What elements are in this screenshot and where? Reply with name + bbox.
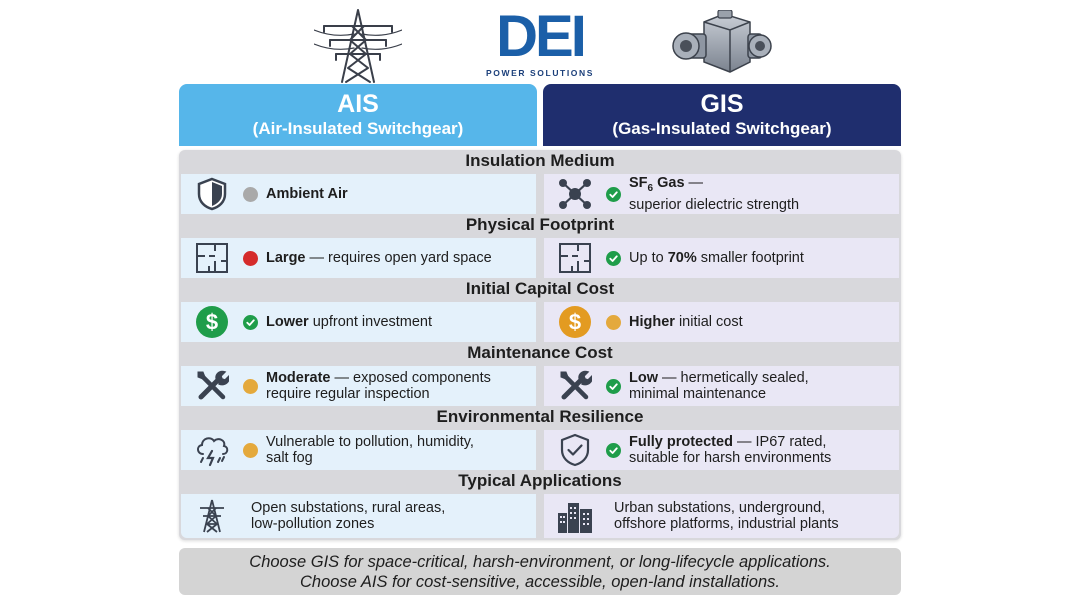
recommendation-footer: Choose GIS for space-critical, harsh-env… bbox=[179, 548, 901, 595]
gis-resilience-text: Fully protected — IP67 rated,suitable fo… bbox=[629, 434, 832, 466]
gis-applications-cell: Urban substations, underground,offshore … bbox=[544, 494, 899, 538]
ais-capital-cost-text: Lower upfront investment bbox=[266, 314, 433, 330]
gis-insulation-text: SF6 Gas —superior dielectric strength bbox=[629, 175, 800, 213]
ais-capital-cost-cell: $ Lower upfront investment bbox=[181, 302, 536, 342]
ais-column-header: AIS (Air-Insulated Switchgear) bbox=[179, 84, 537, 146]
gis-insulation-cell: SF6 Gas —superior dielectric strength bbox=[544, 174, 899, 214]
ais-applications-cell: Open substations, rural areas,low-pollut… bbox=[181, 494, 536, 538]
category-typical-applications: Typical Applications bbox=[458, 471, 622, 490]
category-physical-footprint: Physical Footprint bbox=[465, 215, 615, 234]
amber-dot-icon bbox=[243, 378, 258, 394]
molecule-icon bbox=[544, 177, 606, 211]
gis-resilience-cell: Fully protected — IP67 rated,suitable fo… bbox=[544, 430, 899, 470]
city-buildings-icon bbox=[544, 499, 606, 533]
amber-dot-icon bbox=[243, 442, 258, 458]
check-icon bbox=[606, 442, 621, 458]
comparison-table: Insulation Medium Ambient Air SF6 Gas —s… bbox=[179, 150, 901, 540]
gis-module-icon bbox=[672, 9, 772, 82]
check-icon bbox=[606, 186, 621, 202]
company-logo: DEI POWER SOLUTIONS bbox=[478, 4, 602, 79]
neutral-dot-icon bbox=[243, 186, 258, 202]
logo-mark: DEI bbox=[496, 4, 587, 69]
gis-subtitle: (Gas-Insulated Switchgear) bbox=[612, 119, 832, 138]
floor-plan-icon bbox=[181, 242, 243, 274]
ais-applications-text: Open substations, rural areas,low-pollut… bbox=[251, 500, 446, 532]
ais-insulation-text: Ambient Air bbox=[266, 186, 348, 202]
ais-resilience-cell: Vulnerable to pollution, humidity,salt f… bbox=[181, 430, 536, 470]
ais-insulation-cell: Ambient Air bbox=[181, 174, 536, 214]
footer-line-ais: Choose AIS for cost-sensitive, accessibl… bbox=[300, 572, 780, 591]
check-icon bbox=[606, 378, 621, 394]
gis-column-header: GIS (Gas-Insulated Switchgear) bbox=[543, 84, 901, 146]
category-insulation-medium: Insulation Medium bbox=[465, 151, 615, 170]
dollar-icon: $ bbox=[544, 305, 606, 339]
check-icon bbox=[606, 250, 621, 266]
svg-text:$: $ bbox=[569, 310, 581, 335]
gis-title: GIS bbox=[700, 90, 744, 118]
transmission-tower-icon bbox=[181, 499, 243, 533]
ais-subtitle: (Air-Insulated Switchgear) bbox=[252, 119, 464, 138]
category-initial-capital-cost: Initial Capital Cost bbox=[465, 279, 615, 298]
gis-capital-cost-text: Higher initial cost bbox=[629, 314, 743, 330]
ais-title: AIS bbox=[337, 90, 379, 118]
shield-icon bbox=[181, 177, 243, 211]
red-dot-icon bbox=[243, 250, 258, 266]
gis-applications-text: Urban substations, underground,offshore … bbox=[614, 500, 839, 532]
svg-text:$: $ bbox=[206, 310, 218, 335]
tools-icon bbox=[181, 369, 243, 403]
footer-line-gis: Choose GIS for space-critical, harsh-env… bbox=[249, 552, 831, 571]
logo-subtitle: POWER SOLUTIONS bbox=[485, 68, 595, 78]
gis-footprint-text: Up to 70% smaller footprint bbox=[629, 250, 804, 266]
gis-footprint-cell: Up to 70% smaller footprint bbox=[544, 238, 899, 278]
gis-maintenance-text: Low — hermetically sealed,minimal mainte… bbox=[629, 370, 809, 402]
gis-maintenance-cell: Low — hermetically sealed,minimal mainte… bbox=[544, 366, 899, 406]
category-maintenance-cost: Maintenance Cost bbox=[467, 343, 613, 362]
ais-resilience-text: Vulnerable to pollution, humidity,salt f… bbox=[266, 434, 474, 466]
shield-check-icon bbox=[544, 433, 606, 467]
ais-footprint-text: Large — requires open yard space bbox=[266, 250, 492, 266]
gis-capital-cost-cell: $ Higher initial cost bbox=[544, 302, 899, 342]
category-environmental-resilience: Environmental Resilience bbox=[436, 407, 644, 426]
transmission-tower-icon bbox=[313, 8, 403, 84]
check-icon bbox=[243, 314, 258, 330]
storm-cloud-icon bbox=[181, 433, 243, 467]
floor-plan-icon bbox=[544, 242, 606, 274]
amber-dot-icon bbox=[606, 314, 621, 330]
tools-icon bbox=[544, 369, 606, 403]
dollar-icon: $ bbox=[181, 305, 243, 339]
ais-footprint-cell: Large — requires open yard space bbox=[181, 238, 536, 278]
